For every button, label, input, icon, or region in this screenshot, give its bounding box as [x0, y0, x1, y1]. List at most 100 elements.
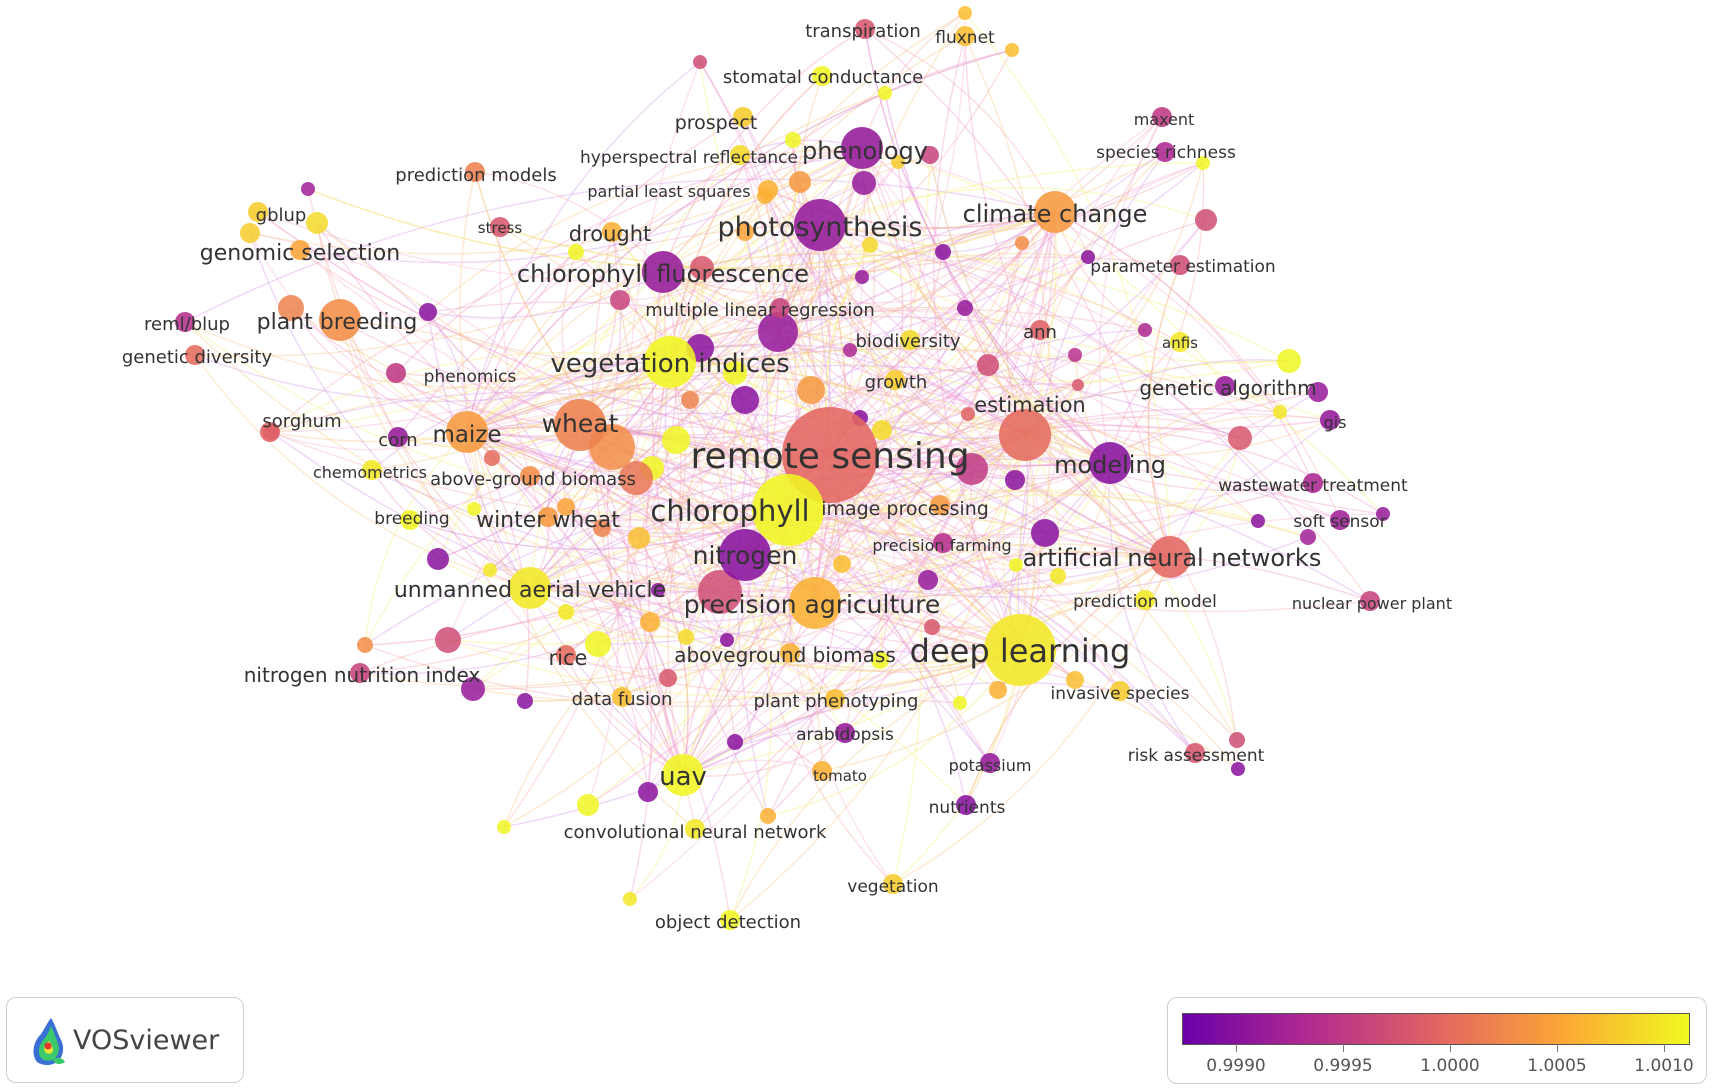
node-label-gis: gis: [1324, 413, 1347, 432]
edge-531: [611, 224, 821, 448]
node-growth: [885, 370, 905, 390]
edge-251: [933, 35, 1021, 651]
node-label-wastewater-treatment: wastewater treatment: [1218, 476, 1408, 496]
edge-365: [466, 431, 530, 702]
minor-node-82: [558, 604, 574, 620]
edge-377: [647, 434, 1026, 793]
edge-494: [929, 154, 1171, 558]
node-label-drought: drought: [569, 222, 652, 246]
edge-182: [565, 649, 1021, 695]
minor-node-3: [878, 86, 892, 100]
node-nitrogen: [719, 529, 771, 581]
node-plant-breeding: [319, 299, 361, 341]
edge-315: [819, 224, 923, 885]
minor-node-71: [484, 450, 500, 466]
node-label-vegetation: vegetation: [847, 877, 938, 897]
edge-342: [249, 232, 531, 589]
edge-93: [364, 455, 1111, 646]
edge-550: [657, 361, 686, 591]
edge-501: [768, 181, 816, 604]
edge-101: [964, 12, 1171, 558]
edge-128: [184, 178, 1056, 323]
edge-265: [861, 147, 913, 341]
edge-262: [814, 341, 1181, 604]
node-prediction-models: [465, 162, 485, 182]
minor-node-20: [497, 820, 511, 834]
edge-461: [967, 413, 1171, 558]
node-label-prediction-model: prediction model: [1073, 592, 1217, 612]
edge-430: [814, 329, 1146, 604]
minor-node-11: [427, 548, 449, 570]
minor-node-13: [461, 677, 485, 701]
edge-83: [579, 424, 1371, 613]
scale-tick-0: [1236, 1044, 1237, 1052]
node-arabidopsis: [835, 723, 855, 743]
node-prediction-model: [1135, 590, 1155, 610]
edge-210: [184, 321, 671, 389]
edge-223: [409, 224, 821, 521]
node-wheat: [554, 399, 606, 451]
minor-node-0: [693, 55, 707, 69]
unlabeled-nodes: [240, 6, 1390, 906]
edge-314: [694, 211, 1056, 830]
node-genomic-selection: [290, 240, 310, 260]
edge-13: [726, 617, 1021, 651]
edge-156: [466, 431, 1314, 537]
edge-330: [884, 92, 1111, 464]
minor-node-18: [638, 782, 658, 802]
node-phenology: [841, 127, 883, 169]
edge-253: [1098, 116, 1163, 464]
node-label-partial-least-squares: partial least squares: [587, 182, 750, 201]
node-label-precision-agriculture: precision agriculture: [684, 590, 940, 619]
edge-250: [669, 35, 966, 363]
minor-node-77: [678, 629, 694, 645]
node-label-breeding: breeding: [374, 509, 449, 529]
edge-225: [395, 372, 789, 511]
edge-406: [1109, 462, 1239, 770]
edge-391: [767, 454, 840, 817]
edge-419: [466, 364, 1241, 439]
minor-node-17: [585, 631, 611, 657]
edge-555: [529, 586, 728, 641]
edge-221: [371, 224, 821, 471]
edge-230: [474, 171, 746, 556]
edge-488: [466, 244, 871, 433]
edge-263: [662, 253, 1181, 343]
edge-481: [669, 361, 843, 565]
scale-tick-label-0: 0.9990: [1206, 1056, 1266, 1076]
edge-546: [638, 271, 678, 539]
edge-161: [529, 267, 703, 589]
scale-tick-label-1: 0.9995: [1313, 1056, 1373, 1076]
edge-114: [638, 537, 689, 776]
node-fluxnet: [955, 26, 975, 46]
edge-491: [682, 276, 863, 776]
minor-node-79: [698, 570, 742, 614]
brand-name: VOSviewer: [73, 1024, 220, 1056]
minor-node-2: [1005, 43, 1019, 57]
minor-node-87: [872, 420, 892, 440]
minor-node-52: [924, 619, 940, 635]
edge-240: [742, 116, 1026, 436]
edge-489: [579, 276, 863, 426]
edge-386: [579, 424, 653, 900]
edge-350: [290, 307, 581, 426]
color-scale-ticks: [1182, 1044, 1690, 1054]
edge-564: [649, 621, 1021, 672]
edge-215: [194, 354, 531, 589]
minor-node-50: [1050, 568, 1066, 584]
edge-596: [466, 251, 577, 433]
minor-node-15: [435, 627, 461, 653]
minor-node-35: [1308, 382, 1328, 402]
node-nitrogen-nutrition-index: [350, 663, 370, 683]
edge-586: [619, 224, 821, 301]
edge-130: [395, 147, 863, 374]
node-modeling: [1089, 442, 1131, 484]
node-label-genetic-diversity: genetic diversity: [122, 347, 273, 368]
edge-229: [474, 171, 746, 556]
edge-160: [529, 479, 1016, 596]
node-risk-assessment: [1185, 743, 1205, 763]
node-ann: [1030, 320, 1050, 340]
node-label-data-fusion: data fusion: [572, 689, 673, 710]
